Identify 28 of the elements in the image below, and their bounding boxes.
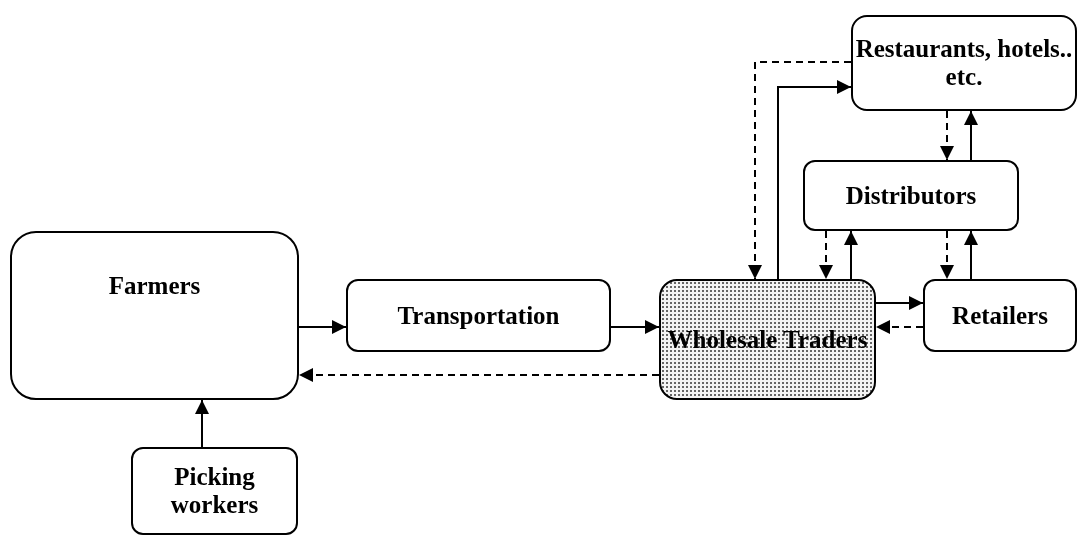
arrow [195,399,209,448]
arrow [875,296,924,310]
process-box [803,160,1019,231]
arrow [610,320,660,334]
process-box [346,279,611,352]
node-label: Restaurants, hotels.. etc. [854,35,1074,91]
node-label: Transportation [397,301,560,330]
node-label: Picking workers [169,463,260,519]
arrow [964,230,978,280]
process-box [923,279,1077,352]
arrow [844,230,858,280]
arrow [940,110,954,161]
arrow [875,320,924,334]
arrow [298,320,347,334]
process-box [851,15,1077,111]
node-label: Distributors [845,181,977,210]
node-label: Farmers [108,271,201,300]
node-label: Wholesale Traders [667,325,868,354]
arrow [777,80,852,280]
node-label: Retailers [952,301,1048,330]
arrow [298,368,660,382]
process-box [131,447,298,535]
arrow [819,230,833,280]
arrow [964,110,978,161]
arrow [940,230,954,280]
arrow [748,61,852,280]
shaded-process-box [659,279,876,400]
process-box [10,231,299,400]
